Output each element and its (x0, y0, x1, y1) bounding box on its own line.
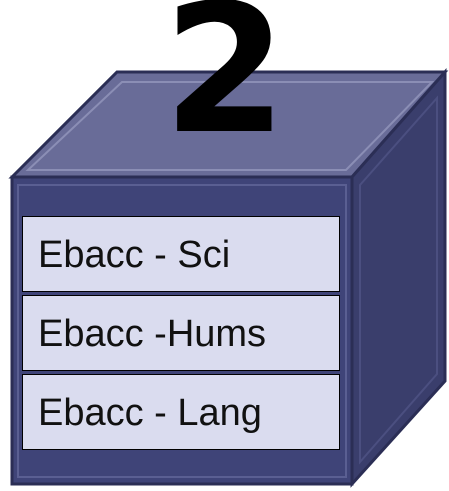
cube-side-inner (359, 95, 438, 465)
cube-front-inner (17, 184, 347, 478)
slot-ebacc-hums: Ebacc -Hums (22, 295, 340, 371)
bucket-number: 2 (163, 0, 287, 173)
cube-top-inner (25, 81, 435, 171)
slot-ebacc-sci: Ebacc - Sci (22, 216, 340, 292)
slot-ebacc-lang: Ebacc - Lang (22, 374, 340, 450)
slot-list: Ebacc - Sci Ebacc -Hums Ebacc - Lang (22, 216, 342, 454)
